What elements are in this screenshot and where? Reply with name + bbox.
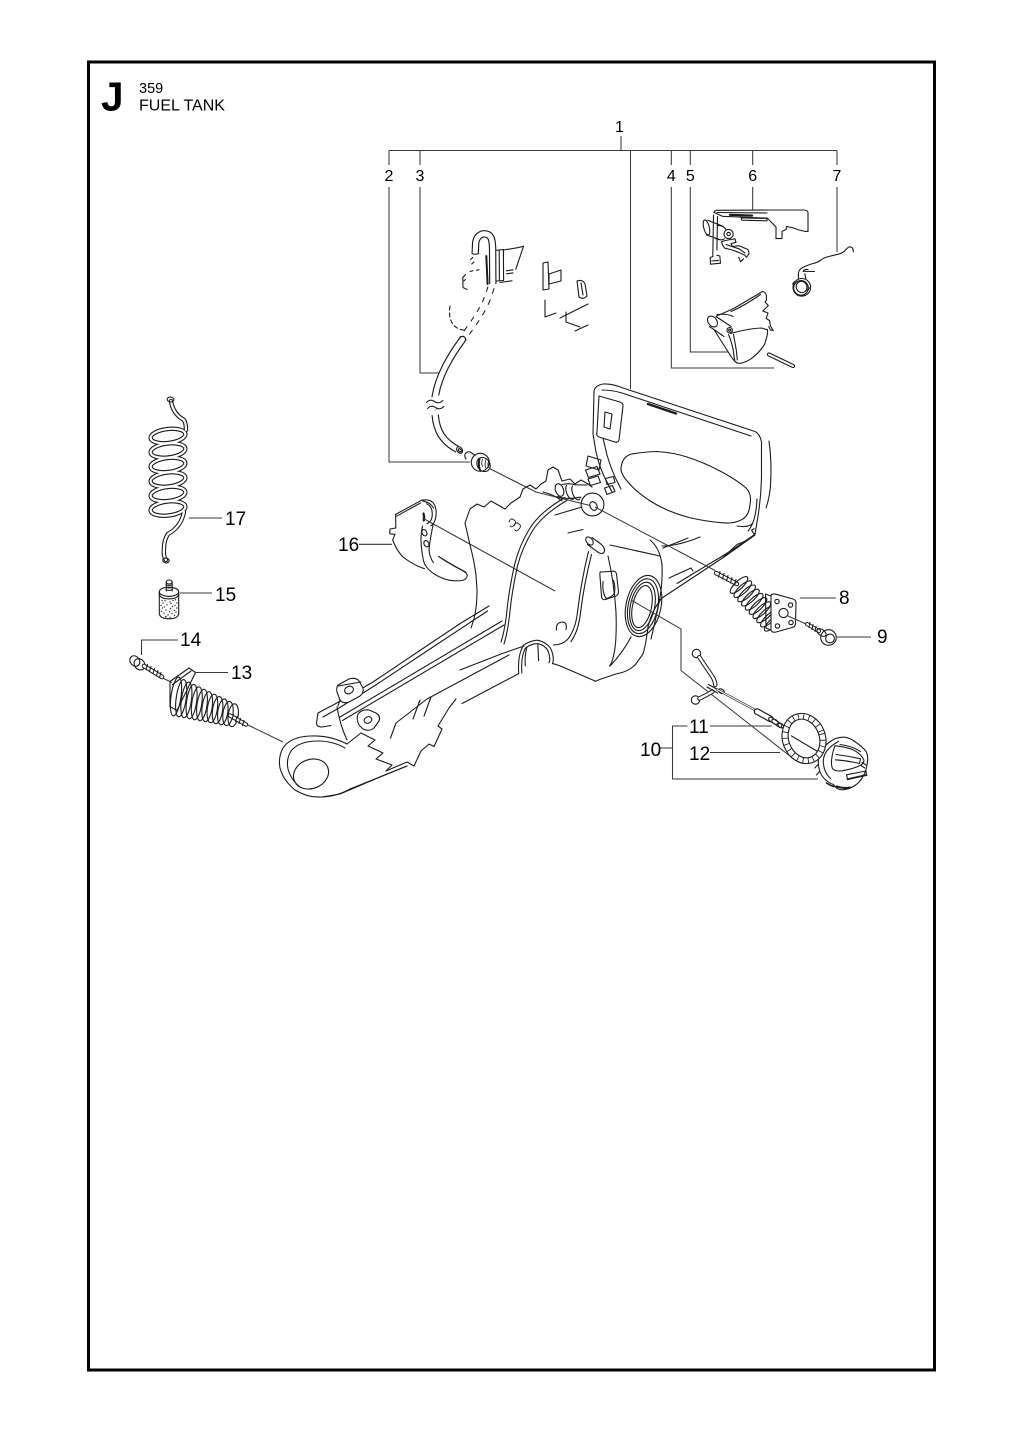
svg-text:13: 13 xyxy=(231,663,252,684)
svg-text:12: 12 xyxy=(689,744,710,765)
svg-text:5: 5 xyxy=(686,168,695,185)
svg-text:14: 14 xyxy=(180,630,202,651)
svg-text:4: 4 xyxy=(667,168,676,185)
svg-text:FUEL TANK: FUEL TANK xyxy=(139,98,225,115)
svg-text:3: 3 xyxy=(416,168,425,185)
svg-text:17: 17 xyxy=(225,509,246,530)
svg-text:6: 6 xyxy=(748,168,757,185)
svg-text:2: 2 xyxy=(385,168,394,185)
svg-text:16: 16 xyxy=(338,535,359,556)
svg-text:J: J xyxy=(101,74,124,120)
svg-text:8: 8 xyxy=(839,588,850,609)
svg-text:359: 359 xyxy=(139,81,163,97)
svg-text:7: 7 xyxy=(833,168,842,185)
svg-text:10: 10 xyxy=(640,740,661,761)
svg-text:11: 11 xyxy=(689,717,709,738)
svg-text:9: 9 xyxy=(877,627,888,648)
svg-text:1: 1 xyxy=(615,119,624,136)
svg-text:15: 15 xyxy=(215,585,236,606)
